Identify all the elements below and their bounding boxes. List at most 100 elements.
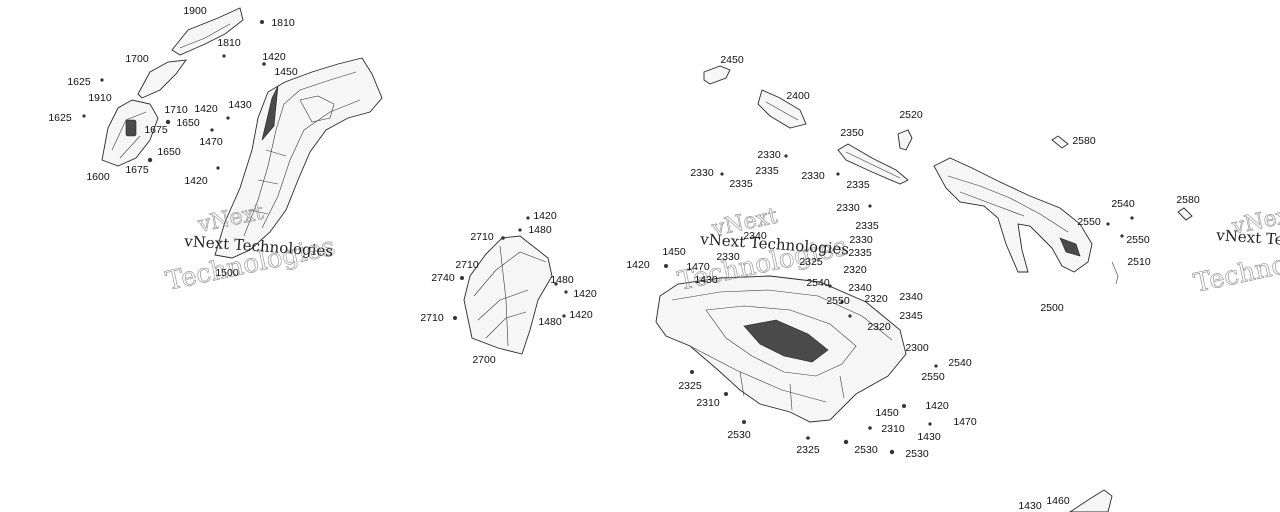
callout-label: 2710 bbox=[420, 312, 444, 324]
callout-label: 2500 bbox=[1040, 302, 1064, 314]
callout-label: 1470 bbox=[953, 416, 977, 428]
callout-label: 1450 bbox=[662, 246, 686, 258]
callout-label: 1420 bbox=[184, 175, 208, 187]
callout-label: 2345 bbox=[899, 310, 923, 322]
callout-label: 2320 bbox=[843, 264, 867, 276]
callout-label: 2330 bbox=[801, 170, 825, 182]
callout-label: 2520 bbox=[899, 109, 923, 121]
callout-label: 1710 bbox=[164, 104, 188, 116]
callout-label: 1460 bbox=[1046, 495, 1070, 507]
callout-label: 2580 bbox=[1072, 135, 1096, 147]
callout-label: 2550 bbox=[826, 295, 850, 307]
callout-label: 2330 bbox=[716, 251, 740, 263]
callout-label: 2700 bbox=[472, 354, 496, 366]
callout-label: 1480 bbox=[528, 224, 552, 236]
callout-label: 1810 bbox=[271, 17, 295, 29]
part-2350-rail bbox=[837, 143, 909, 185]
part-1600-front-panel bbox=[101, 99, 159, 167]
callout-label: 2330 bbox=[757, 149, 781, 161]
callout-label: 1650 bbox=[176, 117, 200, 129]
callout-label: 1625 bbox=[48, 112, 72, 124]
callout-label: 1910 bbox=[88, 92, 112, 104]
callout-label: 1900 bbox=[183, 5, 207, 17]
callout-label: 1450 bbox=[274, 66, 298, 78]
callout-label: 2710 bbox=[455, 259, 479, 271]
part-2500-rear-frame bbox=[933, 157, 1119, 285]
callout-label: 2335 bbox=[855, 220, 879, 232]
callout-label: 2320 bbox=[864, 293, 888, 305]
callout-label: 2540 bbox=[1111, 198, 1135, 210]
callout-label: 2530 bbox=[905, 448, 929, 460]
callout-label: 1810 bbox=[217, 37, 241, 49]
callout-label: 2335 bbox=[755, 165, 779, 177]
callout-label: 1480 bbox=[550, 274, 574, 286]
callout-label: 2325 bbox=[678, 380, 702, 392]
watermark-left: Technologies vNext Technologies vNext bbox=[163, 199, 338, 297]
callout-label: 2550 bbox=[1077, 216, 1101, 228]
callout-label: 2335 bbox=[729, 178, 753, 190]
callout-label: 1470 bbox=[199, 136, 223, 148]
callout-label: 1430 bbox=[1018, 500, 1042, 512]
callout-label: 2340 bbox=[743, 230, 767, 242]
callout-label: 2550 bbox=[921, 371, 945, 383]
part-2450-bracket bbox=[703, 65, 731, 85]
callout-label: 2335 bbox=[848, 247, 872, 259]
callout-label: 2450 bbox=[720, 54, 744, 66]
callout-label: 2740 bbox=[431, 272, 455, 284]
callout-label: 1430 bbox=[694, 274, 718, 286]
fasteners bbox=[82, 20, 1134, 455]
callout-label: 2325 bbox=[799, 256, 823, 268]
callout-label: 2530 bbox=[727, 429, 751, 441]
part-1500-main-frame bbox=[214, 57, 383, 259]
callout-label: 1420 bbox=[626, 259, 650, 271]
callout-label: 1625 bbox=[67, 76, 91, 88]
callout-label: 2310 bbox=[881, 423, 905, 435]
callout-label: 1450 bbox=[875, 407, 899, 419]
callout-label: 1675 bbox=[144, 124, 168, 136]
callout-label: 2710 bbox=[470, 231, 494, 243]
callout-label: 1420 bbox=[194, 103, 218, 115]
callout-label: 1420 bbox=[573, 288, 597, 300]
callout-label: 2540 bbox=[806, 277, 830, 289]
callout-label: 1480 bbox=[538, 316, 562, 328]
callout-label: 2540 bbox=[948, 357, 972, 369]
callout-label: 1420 bbox=[262, 51, 286, 63]
callout-label: 2510 bbox=[1127, 256, 1151, 268]
callout-label: 2330 bbox=[836, 202, 860, 214]
callout-label: 2340 bbox=[848, 282, 872, 294]
callout-label: 2400 bbox=[786, 90, 810, 102]
callout-label: 1420 bbox=[925, 400, 949, 412]
callout-label: 2580 bbox=[1176, 194, 1200, 206]
part-partial-bottom bbox=[1069, 489, 1113, 512]
part-2520-bracket bbox=[897, 129, 913, 151]
callout-label: 1470 bbox=[686, 261, 710, 273]
callout-label: 1650 bbox=[157, 146, 181, 158]
callout-label: 1430 bbox=[228, 99, 252, 111]
callout-label: 1700 bbox=[125, 53, 149, 65]
callout-label: 2530 bbox=[854, 444, 878, 456]
part-2400-cover bbox=[757, 89, 807, 129]
callout-label: 1430 bbox=[917, 431, 941, 443]
callout-label: 1420 bbox=[569, 309, 593, 321]
watermark-right: Technologies vNext Technologies vNext bbox=[1191, 201, 1280, 299]
callout-label: 2325 bbox=[796, 444, 820, 456]
part-2300-cargo-box bbox=[655, 275, 907, 423]
callout-label: 1600 bbox=[86, 171, 110, 183]
callout-label: 2350 bbox=[840, 127, 864, 139]
callout-label: 2330 bbox=[849, 234, 873, 246]
callout-label: 2320 bbox=[867, 321, 891, 333]
callout-label: 2335 bbox=[846, 179, 870, 191]
part-2700-side-panel bbox=[463, 235, 553, 355]
callout-label: 2340 bbox=[899, 291, 923, 303]
part-1700-side-panel bbox=[137, 59, 187, 99]
callout-label: 2310 bbox=[696, 397, 720, 409]
part-1900-upper-panel bbox=[171, 7, 244, 56]
callout-label: 1675 bbox=[125, 164, 149, 176]
callout-label: 1500 bbox=[215, 267, 239, 279]
callout-label: 2330 bbox=[690, 167, 714, 179]
callout-label: 2550 bbox=[1126, 234, 1150, 246]
callout-labels: 1900 1810 1810 1700 1420 1450 1625 1910 1710 1420… bbox=[48, 5, 1200, 512]
callout-label: 2300 bbox=[905, 342, 929, 354]
callout-label: 1420 bbox=[533, 210, 557, 222]
